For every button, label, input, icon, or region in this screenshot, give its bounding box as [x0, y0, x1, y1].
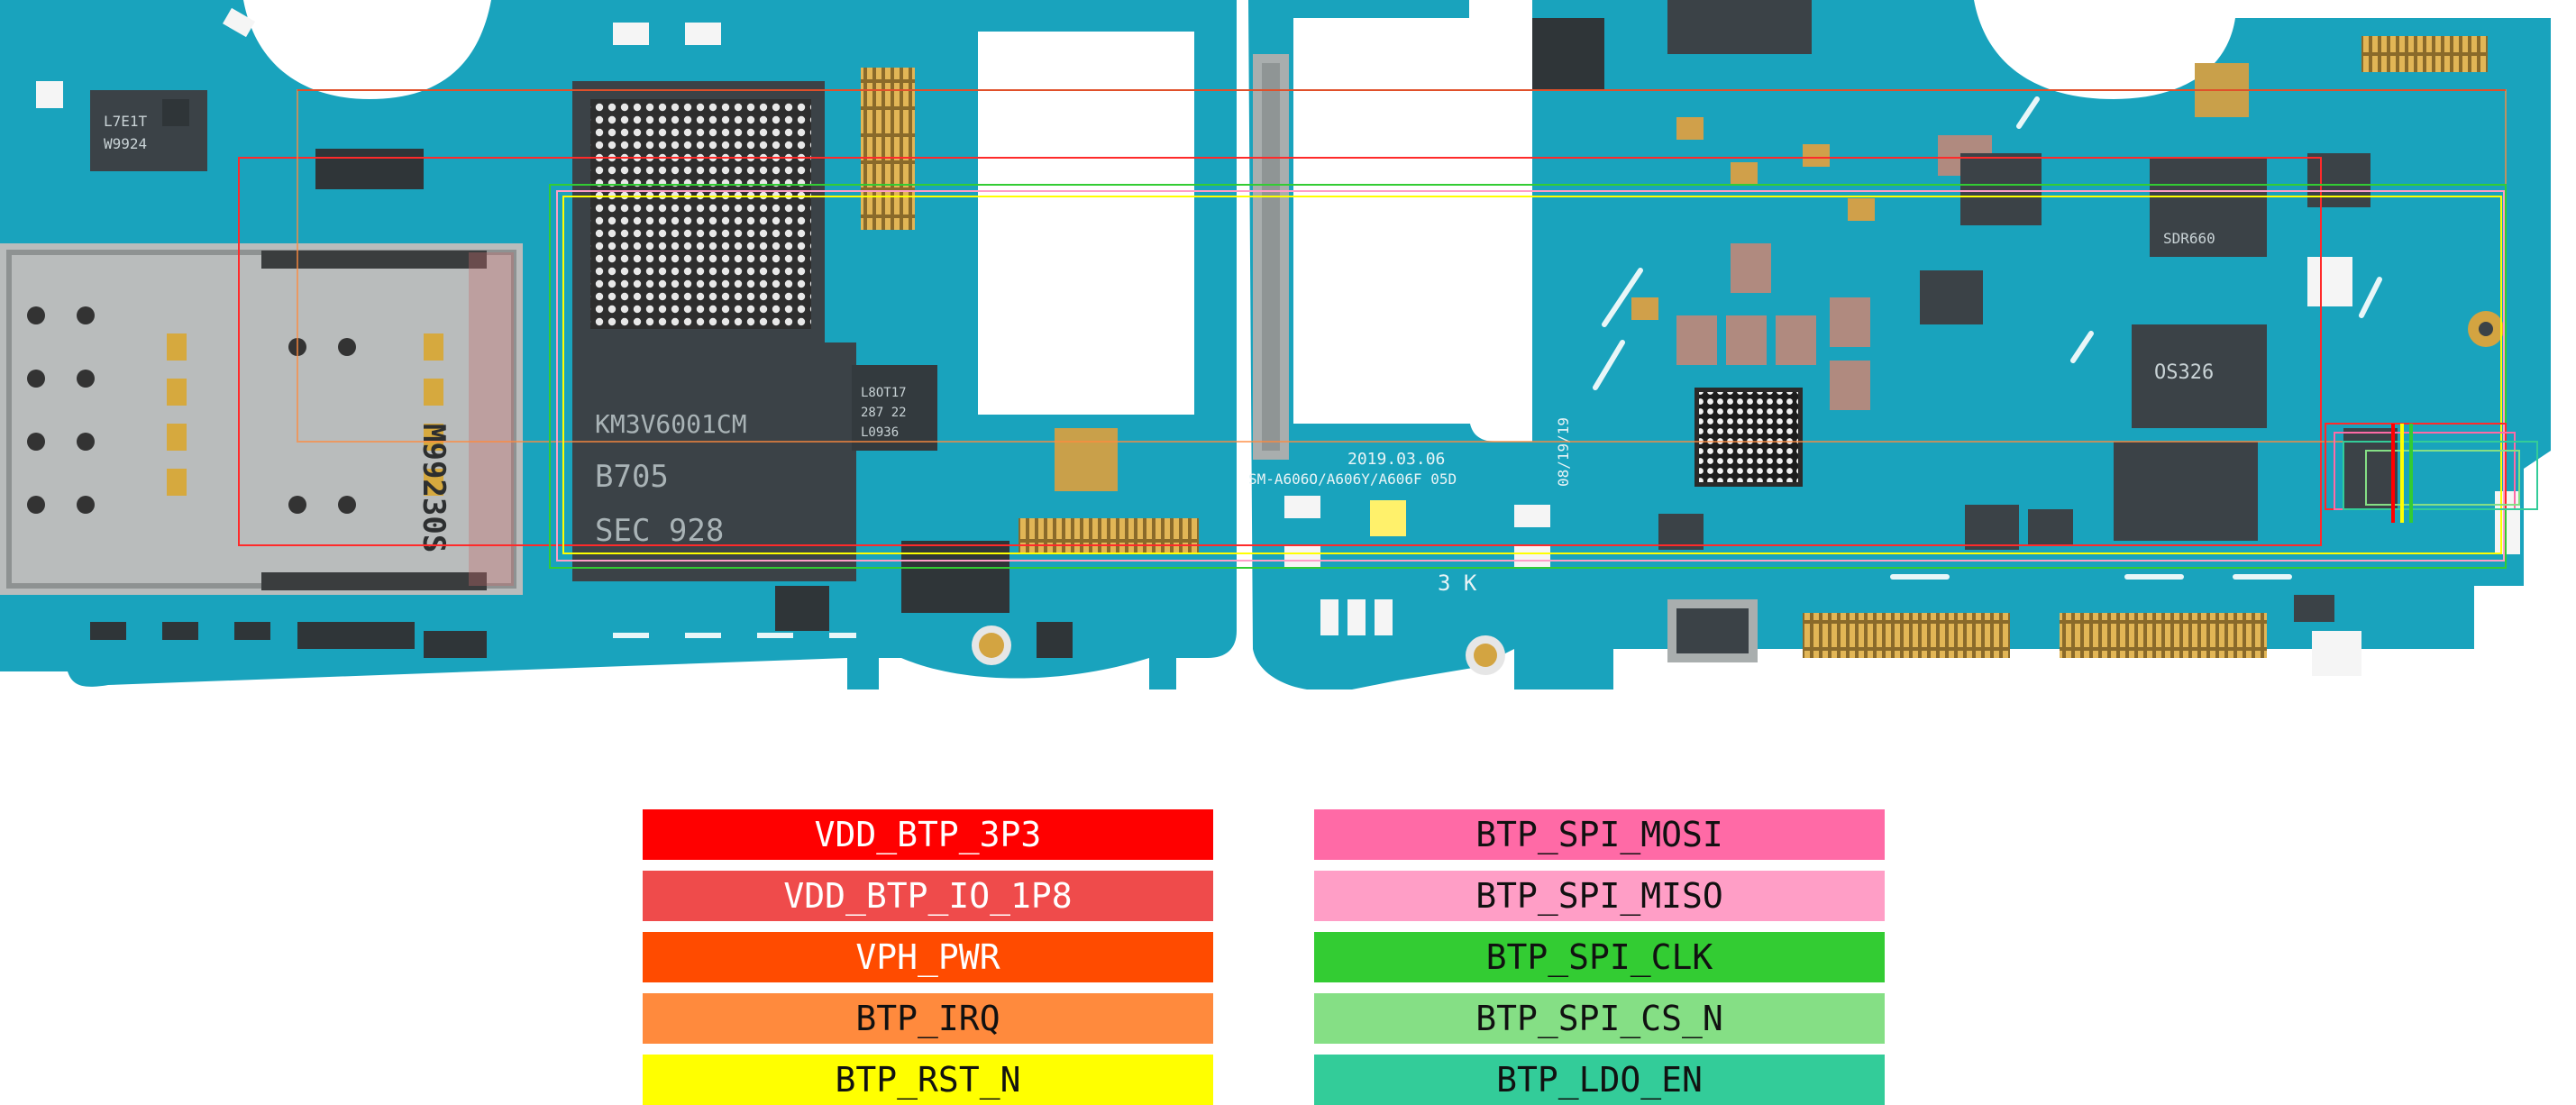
legend-item-vdd-btp-3p3: VDD_BTP_3P3 — [643, 809, 1213, 860]
legend-item-btp-spi-clk: BTP_SPI_CLK — [1314, 932, 1885, 982]
pcb-board-image: M99230S L7E1T W9924 KM3V6001CM B705 SEC … — [0, 0, 2551, 689]
board-date-marking: 2019.03.06 — [1347, 450, 1445, 469]
memory-chip-marking: SEC 928 — [595, 513, 724, 549]
left-board: M99230S L7E1T W9924 KM3V6001CM B705 SEC … — [0, 0, 1237, 689]
board-model-marking: SM-A606O/A606Y/A606F 05D — [1248, 470, 1457, 488]
right-board: SDR660 OS326 2019.03.06 SM-A606O/A606Y/A… — [1248, 0, 2551, 689]
legend-item-btp-ldo-en: BTP_LDO_EN — [1314, 1055, 1885, 1105]
chip-marking: L0936 — [861, 425, 899, 440]
legend-item-btp-irq: BTP_IRQ — [643, 993, 1213, 1044]
legend-item-btp-rst-n: BTP_RST_N — [643, 1055, 1213, 1105]
chip-marking: L7E1T — [104, 113, 148, 130]
chip-marking: SDR660 — [2163, 230, 2215, 247]
board-code-marking: 08/19/19 — [1555, 417, 1572, 487]
memory-chip-marking: KM3V6001CM — [595, 409, 747, 439]
chip-marking: L8OT17 — [861, 386, 907, 400]
board-marking: 3 K — [1438, 571, 1477, 596]
chip-marking: W9924 — [104, 135, 147, 152]
legend-item-vdd-btp-io-1p8: VDD_BTP_IO_1P8 — [643, 871, 1213, 921]
chip-marking: 287 22 — [861, 406, 907, 420]
legend-item-btp-spi-mosi: BTP_SPI_MOSI — [1314, 809, 1885, 860]
legend-item-btp-spi-cs-n: BTP_SPI_CS_N — [1314, 993, 1885, 1044]
chip-marking: OS326 — [2154, 361, 2214, 384]
legend-item-btp-spi-miso: BTP_SPI_MISO — [1314, 871, 1885, 921]
sim-tray-marking: M99230S — [416, 424, 452, 552]
legend-item-vph-pwr: VPH_PWR — [643, 932, 1213, 982]
signal-traces — [238, 89, 2538, 569]
memory-chip-marking: B705 — [595, 459, 669, 495]
